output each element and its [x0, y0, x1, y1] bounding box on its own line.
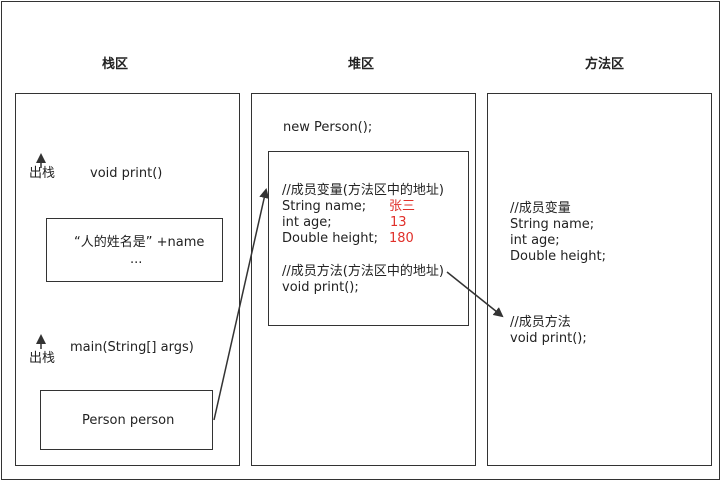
- method-field-height: Double height;: [510, 249, 607, 264]
- person-object-box: [268, 151, 469, 326]
- heap-vars-comment: //成员变量(方法区中的地址): [282, 183, 444, 198]
- method-area: [487, 93, 712, 466]
- field-name-value: 张三: [389, 199, 416, 214]
- reference-arrow: [213, 188, 270, 421]
- heap-method-print: void print();: [282, 280, 359, 295]
- heap-methods-comment: //成员方法(方法区中的地址): [282, 264, 444, 279]
- field-height-value: 180: [389, 231, 414, 246]
- method-address-arrow: [446, 271, 504, 318]
- person-reference: Person person: [82, 413, 175, 428]
- main-frame-box: [40, 390, 213, 450]
- heap-field-age: int age;: [282, 215, 332, 230]
- stack-header: 栈区: [102, 57, 129, 72]
- heap-field-height: Double height;: [282, 231, 379, 246]
- method-field-age: int age;: [510, 233, 560, 248]
- pop-label-bottom: 出栈: [29, 351, 56, 366]
- print-frame-label: void print(): [90, 166, 163, 181]
- main-frame-label: main(String[] args): [70, 340, 194, 355]
- heap-field-name: String name;: [282, 199, 367, 214]
- new-person-expr: new Person();: [283, 120, 373, 135]
- print-body-line1: “人的姓名是” +name: [74, 235, 205, 250]
- method-print: void print();: [510, 331, 587, 346]
- print-frame-box: [46, 218, 223, 282]
- method-area-header: 方法区: [585, 57, 625, 72]
- print-body-line2: ...: [130, 252, 143, 267]
- field-age-value: 13: [390, 215, 407, 230]
- method-field-name: String name;: [510, 217, 595, 232]
- heap-header: 堆区: [348, 57, 375, 72]
- method-vars-comment: //成员变量: [510, 201, 571, 216]
- pop-label-top: 出栈: [29, 166, 56, 181]
- method-methods-comment: //成员方法: [510, 315, 571, 330]
